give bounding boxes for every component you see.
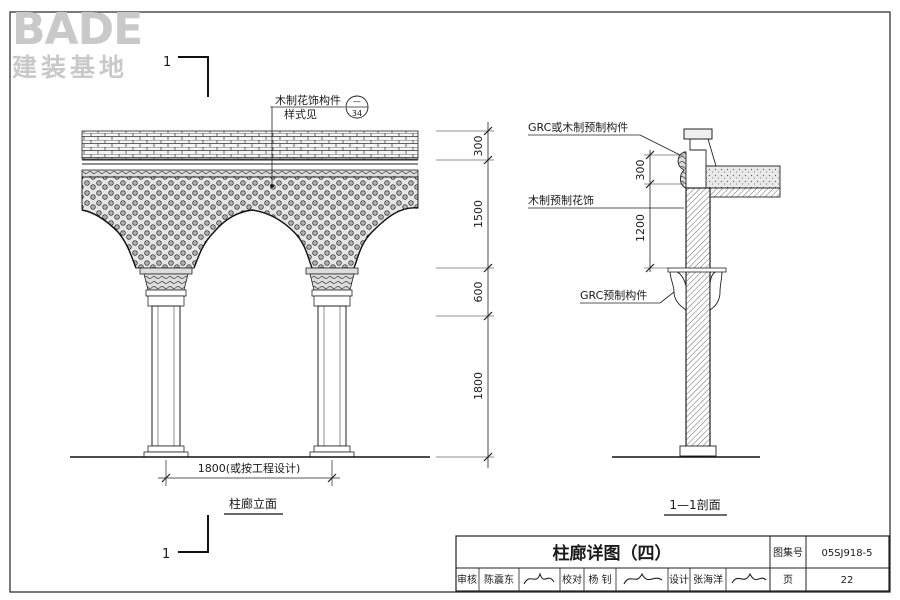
section-dim-300: 300: [634, 160, 647, 181]
parapet-cap: [683, 128, 713, 140]
callout-ref-top: —: [353, 97, 361, 106]
section-1-1: GRC或木制预制构件 木制预制花饰 GRC预制构件 300 1200 1—1剖面: [528, 120, 781, 516]
callout-sub: 样式见: [284, 107, 317, 121]
section-marker-bottom-label: 1: [162, 547, 170, 562]
logo: BADE 建装基地: [12, 4, 143, 82]
logo-brand: BADE: [12, 4, 142, 55]
page-number: 22: [841, 575, 854, 586]
height-dim-300: 300: [472, 136, 485, 157]
logo-subtitle: 建装基地: [12, 53, 128, 82]
title-block: 柱廊详图（四） 图集号 05SJ918-5 审核 陈震东 校对 杨 钊 设计 张…: [455, 535, 890, 592]
colonnade-elevation: 木制花饰构件 样式见 — 34 1800(或按工程设计) 柱廊立面: [70, 93, 494, 515]
wood-ornament-profile: [677, 151, 687, 189]
height-dimension-chain: 300 1500 600 1800: [436, 122, 494, 468]
label-wood-ornament: 木制预制花饰: [528, 193, 594, 207]
designer-signature: [731, 572, 767, 584]
column-right: [305, 267, 359, 458]
review-label: 审核: [457, 573, 477, 586]
height-dim-600: 600: [472, 282, 485, 303]
height-dim-1800: 1800: [472, 372, 485, 400]
section-dim-1200: 1200: [634, 214, 647, 242]
atlas-no-label: 图集号: [773, 546, 803, 559]
reviewer: 陈震东: [484, 573, 514, 586]
reviewer-signature: [523, 572, 555, 585]
width-dimension: 1800(或按工程设计): [158, 460, 340, 486]
ornamental-frieze: [81, 176, 419, 269]
section-marker-bottom: 1: [162, 515, 209, 562]
elevation-title: 柱廊立面: [229, 496, 277, 511]
drawing-title: 柱廊详图（四）: [553, 543, 672, 564]
column-section-wall: [685, 187, 711, 457]
design-label: 设计: [669, 573, 689, 586]
section-marker-top: 1: [163, 55, 209, 97]
checker: 杨 钊: [588, 573, 611, 586]
sheet-border: [9, 11, 891, 593]
label-grc: GRC预制构件: [580, 288, 647, 302]
callout-label: 木制花饰构件: [275, 93, 341, 107]
checker-signature: [623, 572, 663, 585]
check-label: 校对: [562, 573, 582, 586]
brick-cornice: [81, 130, 419, 160]
width-dimension-label: 1800(或按工程设计): [198, 461, 301, 475]
designer: 张海洋: [693, 573, 723, 586]
callout-ref-bottom: 34: [352, 109, 362, 118]
page-label: 页: [783, 574, 793, 586]
section-title: 1—1剖面: [669, 498, 720, 512]
atlas-no: 05SJ918-5: [821, 548, 872, 559]
section-marker-top-label: 1: [163, 55, 171, 70]
ornament-callout: 木制花饰构件 样式见 — 34: [270, 93, 369, 188]
column-left: [139, 267, 193, 458]
roof-slab: [705, 165, 781, 189]
height-dim-1500: 1500: [472, 200, 485, 228]
label-grc-or-wood: GRC或木制预制构件: [528, 120, 628, 134]
